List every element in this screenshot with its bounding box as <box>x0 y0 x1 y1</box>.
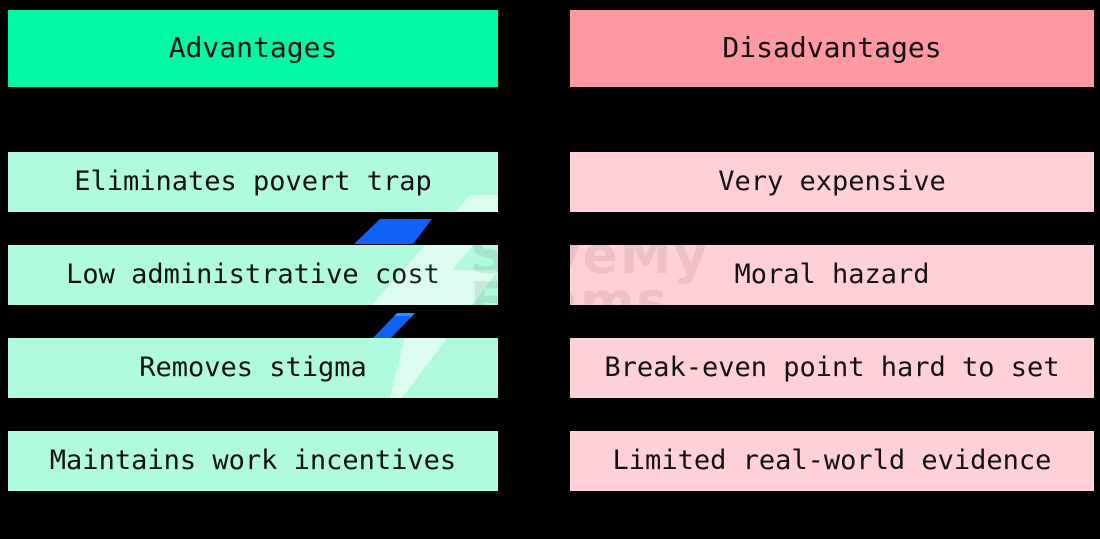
disadvantage-item-4: Limited real-world evidence <box>570 431 1094 491</box>
advantage-item-1: Eliminates povert trap <box>8 152 498 212</box>
watermark-text-line1: SaveMy <box>470 226 710 286</box>
watermark-text-line2: Exams <box>470 272 670 332</box>
disadvantages-header: Disadvantages <box>570 10 1094 87</box>
disadvantage-item-3: Break-even point hard to set <box>570 338 1094 398</box>
advantages-header: Advantages <box>8 10 498 87</box>
advantage-item-4: Maintains work incentives <box>8 431 498 491</box>
advantage-item-2: Low administrative cost <box>8 245 498 305</box>
advantage-item-3: Removes stigma <box>8 338 498 398</box>
disadvantage-item-1: Very expensive <box>570 152 1094 212</box>
disadvantage-item-2: Moral hazard <box>570 245 1094 305</box>
